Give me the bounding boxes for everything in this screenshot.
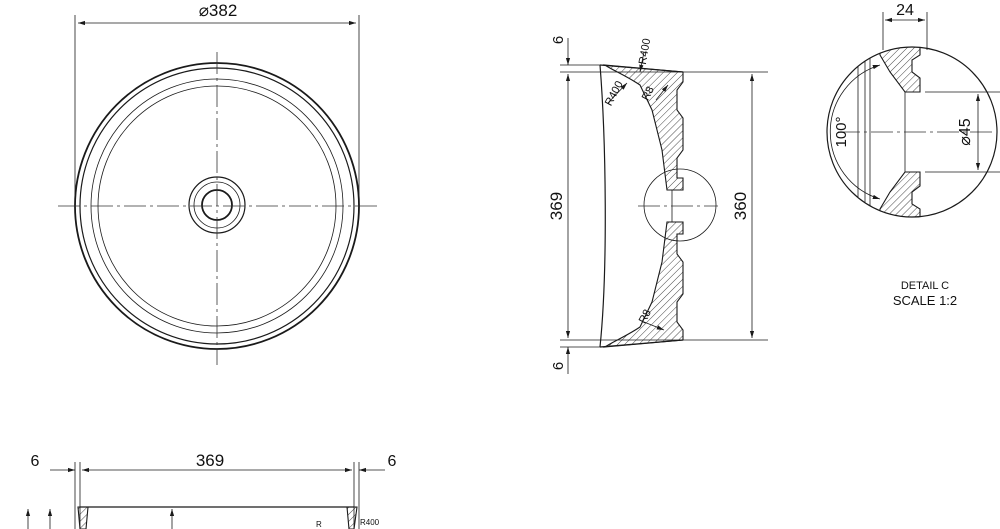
side-height-inner-label: 360	[731, 192, 750, 220]
detail-wall-top	[879, 47, 921, 93]
bottom-wall-left	[77, 506, 89, 529]
side-r400-left-leader	[607, 82, 628, 104]
side-outer-profile	[599, 64, 606, 348]
detail-title: DETAIL C	[901, 280, 949, 292]
side-r8-top-label: R8	[640, 85, 657, 103]
side-top-gap-label: 6	[550, 36, 567, 44]
side-r400-top-label: R400	[637, 37, 653, 65]
side-detail-circle	[643, 168, 717, 242]
side-wall-section-bottom	[603, 221, 684, 348]
bottom-left-gap-label: 6	[31, 453, 40, 470]
side-r400-left-label: R400	[603, 79, 626, 108]
detail-angle-arc	[829, 64, 881, 200]
top-view: ⌀382	[58, 1, 378, 365]
side-height-outer-label: 369	[547, 192, 566, 220]
bottom-r-partial-label: R	[316, 520, 322, 529]
detail-wall-bottom	[879, 171, 921, 217]
side-r400-top-leader	[639, 51, 645, 73]
detail-scale: SCALE 1:2	[893, 293, 957, 308]
bottom-partial-view: 6 369 6 R R400	[25, 451, 397, 529]
side-section-view: 6 369 6 360 R400 R400 R8 R8	[547, 36, 768, 374]
detail-diameter-label: ⌀45	[957, 118, 974, 146]
detail-width-label: 24	[896, 2, 914, 19]
top-view-diameter-label: ⌀382	[199, 1, 238, 20]
side-bottom-gap-label: 6	[550, 362, 567, 370]
side-wall-section-top	[603, 64, 684, 191]
bottom-width-label: 369	[196, 451, 224, 470]
bottom-r400-label: R400	[360, 518, 380, 527]
bottom-wall-right	[346, 506, 358, 529]
side-r8-top-leader	[655, 84, 669, 101]
detail-c-view: 24 ⌀45 100° DETAIL C SCALE 1:2	[826, 2, 1000, 308]
side-r8-bottom-label: R8	[637, 308, 654, 326]
bottom-right-gap-label: 6	[388, 453, 397, 470]
side-r8-bottom-leader	[643, 321, 665, 331]
detail-angle-label: 100°	[833, 116, 850, 147]
